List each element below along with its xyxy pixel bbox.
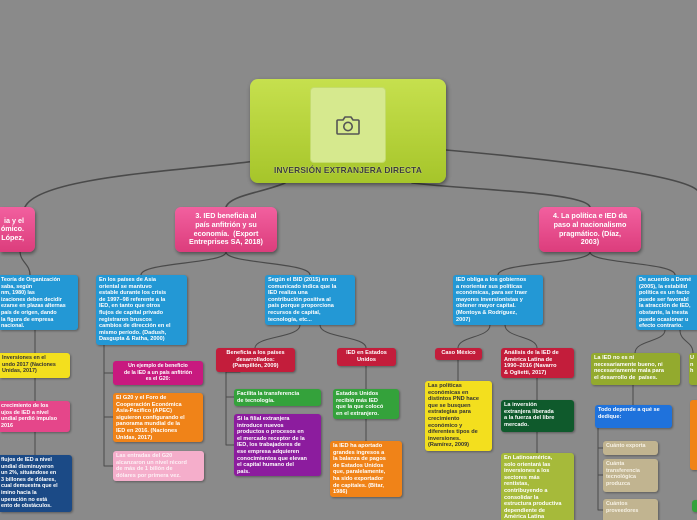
- connector: [634, 329, 666, 354]
- node-g20-apec[interactable]: El G20 y el Foro de Cooperación Económic…: [113, 393, 203, 442]
- connector: [254, 324, 301, 349]
- node-domenech[interactable]: De acuerdo a Domé (2005), la estabilid p…: [636, 275, 697, 330]
- node-transferencia-tecnologica[interactable]: Cuánta transferencia tecnológica produzc…: [603, 459, 658, 492]
- node-politicas-pnd[interactable]: Las políticas económicas en distintos PN…: [425, 381, 492, 451]
- connector: [589, 251, 676, 276]
- node-entradas-g20[interactable]: Las entradas del G20 alcanzaron un nivel…: [113, 451, 204, 481]
- connector: [504, 324, 538, 349]
- connector: [497, 251, 591, 276]
- node-flujos-ied[interactable]: flujos de IED a nivel undial disminuyero…: [0, 455, 72, 512]
- connector: [457, 324, 491, 349]
- connector: [225, 182, 286, 208]
- node-bid[interactable]: Según el BID (2015) en su comunicado ind…: [265, 275, 355, 325]
- node-teoria-organizacion[interactable]: Teoría de Organización saba, según nm, 1…: [0, 275, 78, 330]
- main-topic-3[interactable]: 3. IED beneficia al país anfitrión y su …: [175, 207, 277, 252]
- node-eeuu-balanza-pagos[interactable]: la IED ha aportado grandes ingresos a la…: [330, 441, 402, 497]
- topic-image[interactable]: [310, 87, 386, 163]
- node-transferencia-tecnologia[interactable]: Facilita la transferencia de tecnología.: [234, 389, 321, 406]
- node-latinoamerica[interactable]: En Latinoamérica, solo orientará las inv…: [501, 453, 574, 520]
- connector: [103, 344, 114, 467]
- node-proveedores-locales[interactable]: Cuántos proveedores: [603, 499, 658, 520]
- main-topic-left[interactable]: ia y el ómico. López,: [0, 207, 35, 252]
- node-ied-ni-buena-ni-mala[interactable]: La IED no es ni necesariamente bueno, ni…: [591, 353, 680, 385]
- node-todo-depende[interactable]: Todo depende a qué se dedique:: [595, 405, 672, 428]
- node-right-clipped[interactable]: U n h: [689, 353, 697, 385]
- node-ejemplo-g20[interactable]: Un ejemplo de beneficio de la IED a un p…: [113, 361, 203, 385]
- node-cuanto-exporta[interactable]: Cuánto exporta: [603, 441, 658, 455]
- connector: [411, 182, 591, 208]
- node-caso-mexico[interactable]: Caso México: [435, 348, 482, 360]
- main-topic-4[interactable]: 4. La política e IED da paso al nacional…: [539, 207, 641, 252]
- node-orange-clipped[interactable]: [690, 400, 697, 470]
- node-beneficia-desarrollados[interactable]: Beneficia a los países desarrollados: (P…: [216, 348, 295, 372]
- connector: [679, 329, 694, 354]
- connector: [24, 159, 263, 208]
- node-green-clipped[interactable]: [692, 500, 697, 512]
- node-filial-extranjera[interactable]: Si la filial extranjera introduce nuevos…: [234, 414, 321, 476]
- connector: [225, 251, 311, 276]
- node-crecimiento-flujos[interactable]: crecimiento de los ujos de IED a nivel u…: [0, 401, 70, 432]
- central-topic-title: INVERSIÓN EXTRANJERA DIRECTA: [273, 165, 423, 175]
- node-inversiones-mundo[interactable]: Inversiones en el undo 2017 (Naciones Un…: [0, 353, 70, 378]
- node-asia-oriental[interactable]: En los países de Asia oriental se mantuv…: [96, 275, 187, 345]
- connector: [140, 251, 227, 276]
- connector: [445, 149, 697, 191]
- central-topic[interactable]: INVERSIÓN EXTRANJERA DIRECTA: [250, 79, 446, 183]
- node-analisis-america-latina[interactable]: Análisis de la IED de América Latina de …: [501, 348, 574, 378]
- camera-icon: [336, 116, 360, 135]
- node-eeuu-recibio[interactable]: Estados Unidos recibió más IED que la qu…: [333, 389, 399, 419]
- connector: [19, 250, 31, 276]
- node-inversion-liberada[interactable]: La inversión extranjera liberada a la fu…: [501, 400, 574, 432]
- node-ied-obliga[interactable]: IED obliga a los gobiernos a reorientar …: [453, 275, 543, 325]
- connector: [319, 324, 367, 349]
- node-ied-estados-unidos[interactable]: IED en Estados Unidos: [337, 348, 396, 366]
